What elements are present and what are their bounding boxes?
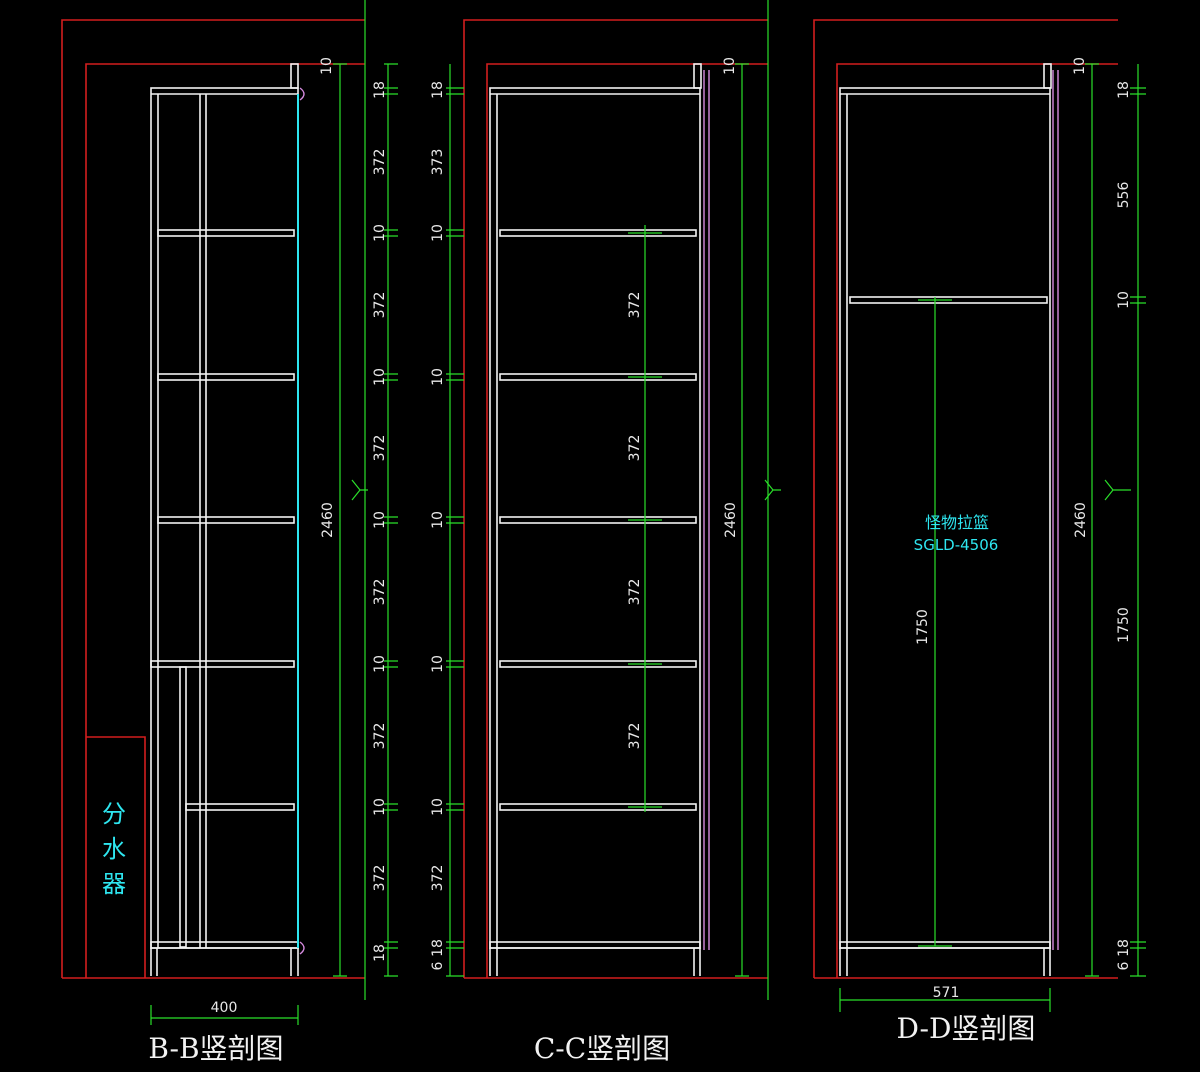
dim-ticks-d — [1085, 63, 1146, 977]
bottom-panel-d — [839, 941, 1051, 949]
cabinet-body-c — [489, 87, 701, 949]
legs-c — [489, 948, 701, 976]
lower-post-b — [179, 666, 187, 948]
dim-seg-b-13: 18 — [372, 944, 388, 962]
dim-seg-d-2: 556 — [1116, 182, 1132, 209]
dim-seg-c-10: 18 — [430, 939, 446, 957]
cabinet-body-b — [150, 87, 299, 949]
wall-inner-b — [85, 63, 365, 978]
section-b-b: 2460 10 18 372 10 372 10 372 10 372 10 3… — [61, 19, 398, 1065]
shelf-c-3 — [499, 516, 697, 524]
dim-width-b: 400 — [211, 1000, 238, 1016]
wall-inner-c — [486, 63, 768, 978]
shelf-b-1 — [157, 229, 295, 237]
dim-seg-c-0: 10 — [722, 57, 738, 75]
dim-inner-ticks-c — [628, 232, 662, 808]
dim-seg-c-6: 10 — [430, 655, 446, 673]
water-distributor-box — [86, 736, 146, 978]
dim-inner-ticks-d — [918, 299, 952, 947]
basket-model: SGLD-4506 — [914, 536, 999, 554]
dim-inner-c-1: 372 — [627, 292, 643, 319]
dim-seg-b-10: 372 — [372, 723, 388, 750]
dim-seg-c-7: 10 — [430, 798, 446, 816]
bottom-panel-b — [150, 941, 299, 949]
shelf-b-4 — [150, 660, 295, 668]
label-char-3: 器 — [102, 870, 126, 898]
shelf-c-2 — [499, 373, 697, 381]
dim-seg-b-8: 372 — [372, 579, 388, 606]
dim-seg-d-6: 18 — [1116, 939, 1132, 957]
dim-seg-c-5: 10 — [430, 511, 446, 529]
dim-seg-d-1: 18 — [1116, 81, 1132, 99]
dim-seg-c-2: 373 — [430, 149, 446, 176]
dim-seg-c-8: 372 — [430, 865, 446, 892]
title-c-c: C-C竖剖图 — [534, 1032, 670, 1065]
bottom-panel-c — [489, 941, 701, 949]
title-b-b: B-B竖剖图 — [148, 1032, 283, 1065]
dim-seg-b-7: 10 — [372, 511, 388, 529]
dim-seg-c-4: 10 — [430, 368, 446, 386]
dim-seg-b-3: 10 — [372, 224, 388, 242]
wall-outline-d — [813, 19, 1118, 978]
dim-ticks-c — [446, 63, 749, 977]
dim-width-ticks-d — [839, 988, 1051, 1012]
dim-seg-b-6: 372 — [372, 435, 388, 462]
label-char-2: 水 — [102, 835, 126, 863]
break-symbol-d — [1104, 479, 1131, 501]
shelf-c-5 — [499, 803, 697, 811]
dim-inner-c-3: 372 — [627, 579, 643, 606]
section-c-c: 2460 10 18 373 10 10 10 10 10 372 6 18 3… — [364, 0, 781, 1065]
dim-seg-b-2: 372 — [372, 149, 388, 176]
dim-total-b: 2460 — [320, 502, 336, 538]
wall-outline-b — [61, 19, 365, 978]
shelf-b-3 — [157, 516, 295, 524]
break-symbol-c — [764, 479, 781, 501]
dim-ticks-b — [333, 63, 398, 977]
dim-seg-b-5: 10 — [372, 368, 388, 386]
shelf-b-5 — [185, 803, 295, 811]
top-cap-d — [1043, 63, 1052, 89]
dim-seg-b-9: 10 — [372, 655, 388, 673]
dim-seg-d-0: 10 — [1072, 57, 1088, 75]
dim-seg-d-4: 1750 — [1116, 607, 1132, 643]
dim-seg-b-12: 372 — [372, 865, 388, 892]
dim-seg-b-0: 10 — [319, 57, 335, 75]
basket-name: 怪物拉篮 — [925, 513, 989, 532]
top-cap-b — [290, 63, 299, 89]
dim-seg-d-5: 6 — [1116, 961, 1132, 970]
wall-outline-c — [463, 19, 768, 978]
dim-inner-c-4: 372 — [627, 723, 643, 750]
dim-seg-b-1: 18 — [372, 81, 388, 99]
dim-total-c: 2460 — [723, 502, 739, 538]
dim-seg-b-11: 10 — [372, 798, 388, 816]
section-d-d: 2460 10 18 556 10 1750 6 18 1750 571 怪物拉… — [813, 19, 1146, 1045]
shelf-b-2 — [157, 373, 295, 381]
dim-seg-d-3: 10 — [1116, 291, 1132, 309]
dim-total-d: 2460 — [1073, 502, 1089, 538]
dim-inner-c-2: 372 — [627, 435, 643, 462]
shelf-c-1 — [499, 229, 697, 237]
dim-seg-c-1: 18 — [430, 81, 446, 99]
dim-seg-c-3: 10 — [430, 224, 446, 242]
shelf-d-1 — [849, 296, 1048, 304]
legs-d — [839, 948, 1051, 976]
dim-seg-b-4: 372 — [372, 292, 388, 319]
dim-seg-c-9: 6 — [430, 961, 446, 970]
title-d-d: D-D竖剖图 — [897, 1012, 1036, 1045]
shelf-c-4 — [499, 660, 697, 668]
dim-inner-d: 1750 — [915, 609, 931, 645]
dim-width-ticks-b — [150, 1005, 299, 1025]
dim-width-d: 571 — [933, 985, 960, 1001]
wall-inner-d — [836, 63, 1118, 978]
label-char-1: 分 — [102, 800, 126, 828]
break-symbol-b — [351, 479, 368, 501]
top-cap-c — [693, 63, 702, 89]
hinge-b — [299, 87, 305, 955]
